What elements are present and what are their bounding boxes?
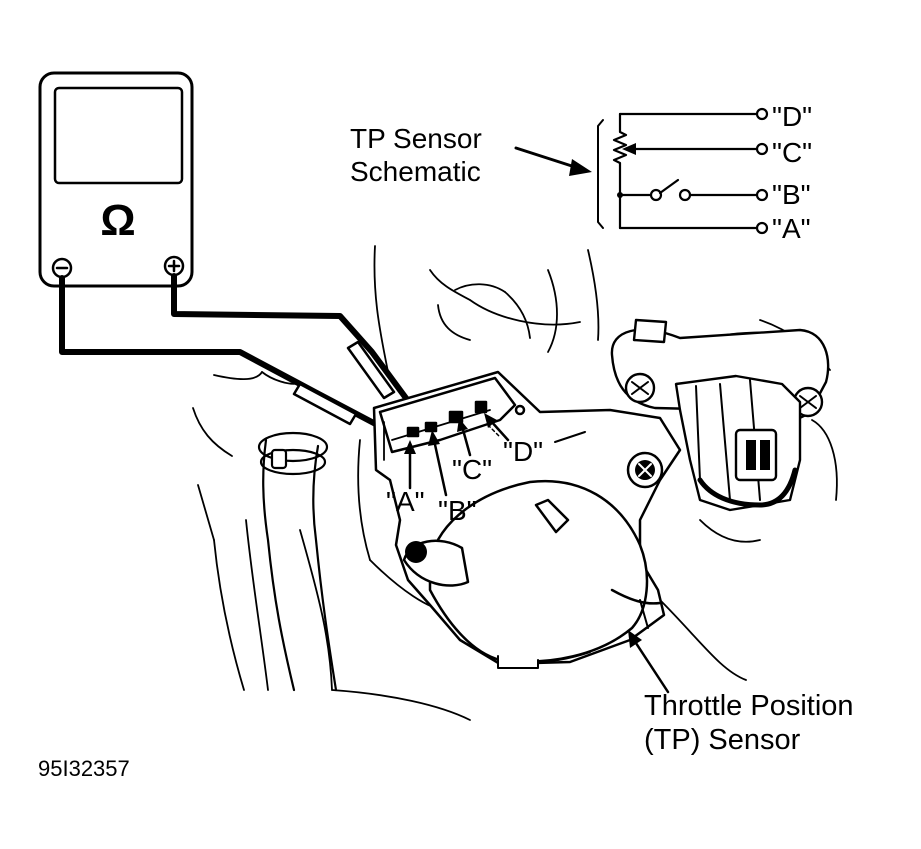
schematic-title-line1: TP Sensor (350, 123, 482, 154)
resistor-icon (612, 112, 628, 197)
connector-pin-b-label: "B" (438, 495, 477, 526)
test-leads (59, 273, 431, 442)
pin-b-arrow (432, 438, 448, 497)
hose-clamp (257, 431, 329, 463)
terminal-slot-c (448, 410, 464, 424)
positive-probe (346, 340, 396, 400)
terminal-c-icon (755, 142, 769, 156)
pin-c-arrow (460, 424, 472, 457)
terminal-slot-a (406, 426, 420, 438)
negative-terminal-icon (51, 257, 73, 279)
mounting-screw-left-icon (402, 539, 470, 587)
positive-test-lead (171, 273, 431, 431)
tp-sensor-callout-arrow (632, 638, 670, 694)
connector-pin-a-label: "A" (386, 486, 425, 517)
negative-probe (292, 382, 358, 426)
terminal-a-icon (755, 221, 769, 235)
tp-sensor-body (372, 370, 682, 669)
terminal-d-icon (755, 107, 769, 121)
mounting-screw-right-icon (626, 451, 664, 489)
pin-callout-arrows (404, 413, 670, 694)
schematic-terminal-d-label: "D" (772, 101, 813, 132)
side-connector-assembly (610, 318, 830, 512)
switch-contact-left-icon (649, 188, 663, 202)
meter-display (53, 86, 184, 185)
switch-contact-right-icon (678, 188, 692, 202)
schematic-terminal-c-label: "C" (772, 137, 813, 168)
tp-sensor-schematic (514, 107, 769, 235)
terminal-slot-b (424, 421, 438, 433)
schematic-title-line2: Schematic (350, 156, 481, 187)
tp-sensor-cover (428, 479, 649, 663)
screw-left-icon (624, 372, 656, 404)
terminal-slot-d (474, 400, 488, 414)
component-label-line2: (TP) Sensor (644, 724, 801, 756)
terminal-b-icon (755, 188, 769, 202)
hose (257, 431, 338, 692)
ohmmeter: Ω (38, 71, 194, 288)
schematic-terminal-a-label: "A" (772, 213, 811, 244)
ohm-icon: Ω (100, 196, 135, 245)
switch-blade-icon (658, 178, 680, 195)
hose-clamp-screw (270, 448, 288, 470)
figure-id: 95I32357 (38, 756, 130, 781)
connector-pin-c-label: "C" (452, 454, 493, 485)
connector-pin-d-label: "D" (503, 436, 544, 467)
component-label-line1: Throttle Position (644, 690, 854, 722)
schematic-terminal-b-label: "B" (772, 179, 811, 210)
positive-terminal-icon (163, 255, 185, 277)
